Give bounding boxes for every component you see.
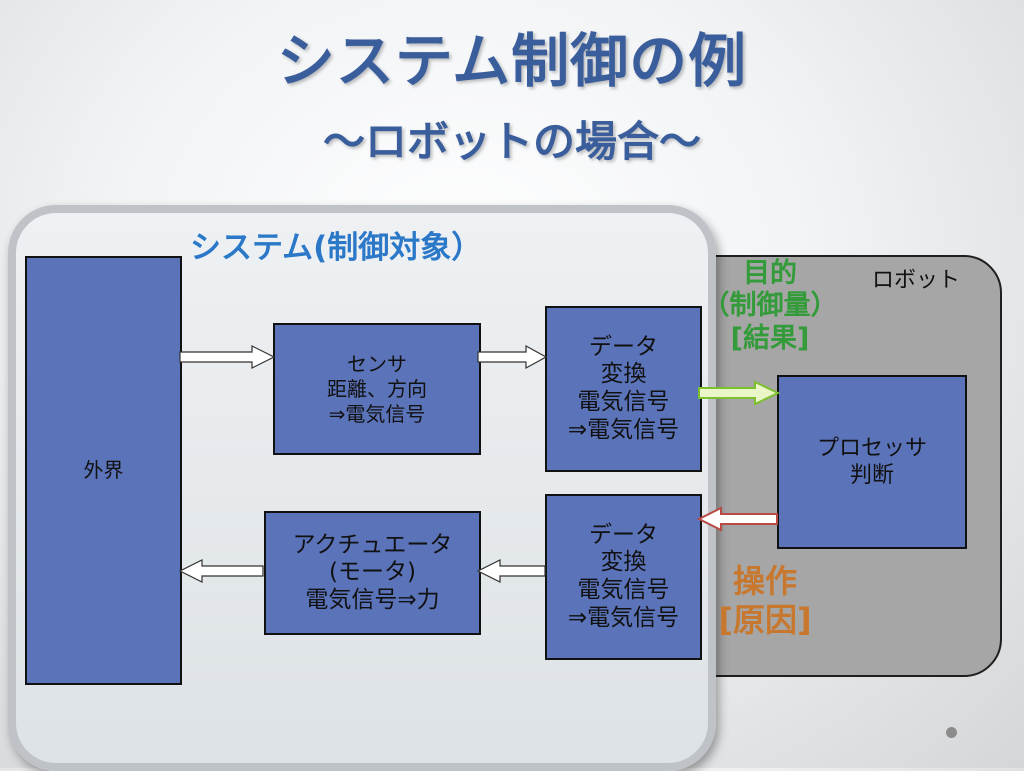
slide-subtitle: ～ロボットの場合～ (322, 117, 701, 166)
robot-label: ロボット (872, 268, 961, 293)
arrow-outside-to-sensor (179, 345, 276, 369)
sensor-line: センサ (347, 351, 407, 376)
data-bottom-line: 電気信号 (577, 577, 670, 603)
data-bottom-line: データ (589, 521, 658, 548)
arrow-sensor-to-data (477, 344, 548, 370)
processor-box: プロセッサ 判断 (777, 375, 967, 549)
sensor-line: 距離、方向 (327, 376, 427, 401)
data-bottom-line: ⇒電気信号 (567, 604, 680, 631)
slide-title: システム制御の例 (276, 27, 748, 95)
operation-line: 操作 (732, 562, 797, 600)
data-top-line: 変換 (600, 361, 647, 388)
actuator-line: アクチュエータ (292, 531, 453, 558)
sensor-box: センサ 距離、方向 ⇒電気信号 (273, 323, 481, 455)
arrow-actuator-to-outside (178, 559, 264, 583)
goal-line: 目的 (743, 258, 797, 289)
sensor-line: ⇒電気信号 (328, 401, 426, 426)
processor-line: 判断 (849, 463, 894, 488)
actuator-line: (モータ) (329, 559, 416, 586)
actuator-line: 電気信号⇒力 (305, 586, 440, 613)
operation-label: 操作 [原因] (700, 562, 830, 640)
goal-line: （制御量） (702, 290, 838, 322)
slide-indicator-dot (946, 727, 957, 738)
goal-label: 目的 （制御量） [結果] (700, 258, 840, 355)
data-bottom-line: 変換 (600, 549, 647, 576)
data-top-line: データ (589, 333, 658, 360)
arrow-data-to-processor (698, 380, 781, 406)
data-top-line: ⇒電気信号 (567, 416, 680, 443)
operation-line: [原因] (718, 601, 812, 640)
data-top-line: 電気信号 (577, 389, 670, 415)
arrow-data-to-actuator (476, 559, 546, 583)
system-label: システム(制御対象） (190, 230, 483, 266)
goal-line: [結果] (730, 322, 810, 354)
outside-world-label: 外界 (83, 458, 124, 482)
outside-world-box: 外界 (25, 256, 182, 685)
arrow-processor-to-data (696, 506, 778, 532)
processor-line: プロセッサ (816, 435, 927, 461)
data-convert-bottom-box: データ 変換 電気信号 ⇒電気信号 (545, 494, 702, 660)
actuator-box: アクチュエータ (モータ) 電気信号⇒力 (264, 511, 481, 635)
